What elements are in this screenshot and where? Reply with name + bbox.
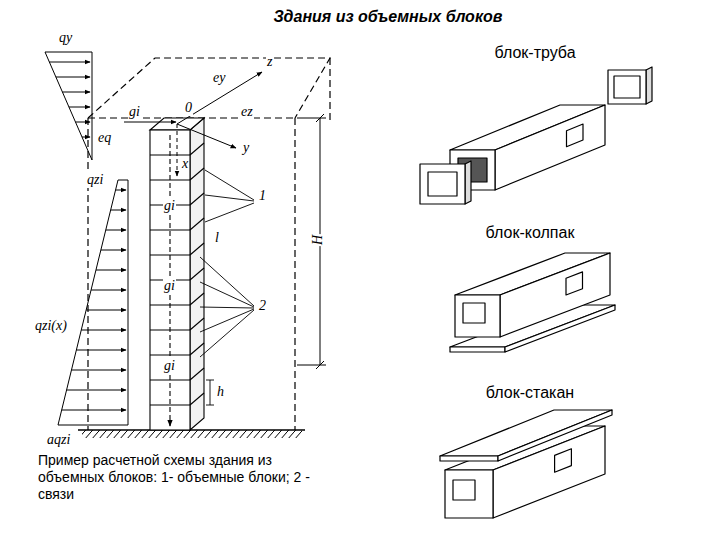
wind-load-y (45, 52, 92, 160)
load-label: qzi(x) (34, 318, 68, 334)
dimension-h (206, 380, 214, 405)
eccentricity-label: ey (212, 70, 226, 86)
tube-block-figure (420, 67, 652, 204)
axis-label: y (242, 140, 250, 156)
figure-label: блок-труба (492, 44, 577, 62)
axis-label: x (181, 156, 189, 172)
dimension-label: l (214, 230, 220, 246)
load-label: gi (163, 358, 176, 374)
figure-label: блок-стакан (484, 384, 576, 402)
block-column (150, 118, 204, 430)
leader-lines (200, 170, 254, 357)
callout-number: 1 (258, 188, 267, 204)
load-label: qzi (86, 172, 104, 188)
callout-number: 2 (258, 298, 267, 314)
figure-label: блок-колпак (484, 224, 577, 242)
cap-block-figure (450, 253, 615, 352)
load-label: gi (128, 104, 141, 120)
dimension-height (297, 114, 326, 369)
axes (124, 72, 262, 176)
figure-caption: Пример расчетной схемы здания из объемны… (38, 452, 318, 503)
eccentricity-label: eq (97, 130, 112, 146)
cup-block-figure (440, 410, 612, 518)
load-label: gi (163, 198, 176, 214)
dimension-label: h (216, 384, 225, 400)
origin-label: 0 (184, 100, 193, 116)
page-title: Здания из объемных блоков (274, 8, 503, 26)
axis-label: z (266, 54, 273, 70)
wind-load-z (58, 180, 128, 425)
dimension-label: H (310, 234, 326, 246)
load-label: gi (163, 278, 176, 294)
eccentricity-label: ez (240, 104, 254, 120)
load-label: qy (58, 30, 73, 46)
ground-hatch (78, 430, 305, 438)
building-outline (88, 58, 330, 430)
load-label: aqzi (46, 432, 71, 448)
